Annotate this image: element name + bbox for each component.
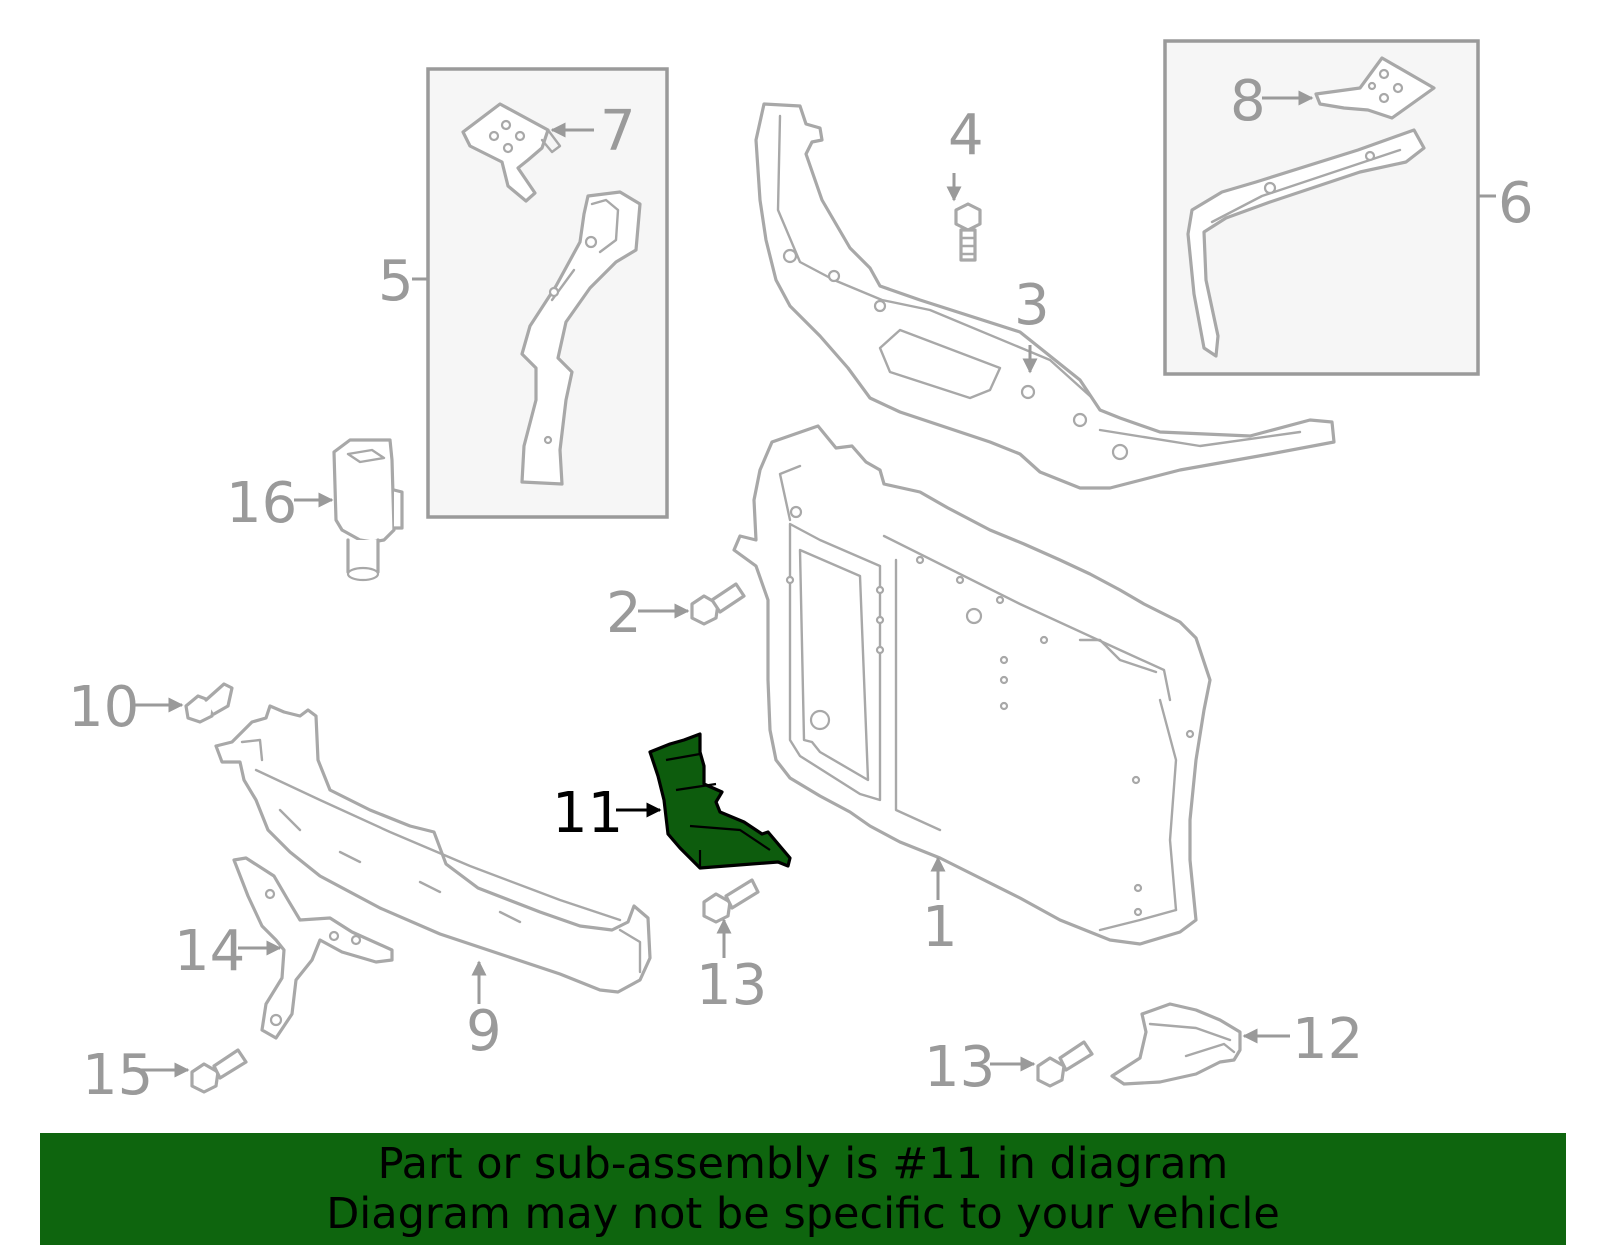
banner-line-1: Part or sub-assembly is #11 in diagram xyxy=(377,1139,1229,1189)
leader-lines xyxy=(132,90,1314,1078)
part-2-bolt xyxy=(690,582,746,626)
part-7-bracket xyxy=(461,102,562,203)
part-16-sensor xyxy=(332,438,404,582)
callout-13-right: 13 xyxy=(924,1035,995,1100)
callout-13-center: 13 xyxy=(696,953,767,1018)
callout-12: 12 xyxy=(1292,1007,1363,1072)
part-1-radiator-support xyxy=(732,424,1212,946)
part-9-lower-tie-bar xyxy=(214,704,652,994)
part-13-bolt-center xyxy=(702,878,760,924)
callout-3: 3 xyxy=(1014,273,1050,338)
part-11-air-guide-highlighted[interactable] xyxy=(648,732,792,870)
part-14-bracket xyxy=(232,856,394,1040)
callout-5: 5 xyxy=(378,249,414,314)
part-10-clip xyxy=(184,682,234,724)
part-4-bolt xyxy=(954,202,982,262)
callout-15: 15 xyxy=(82,1043,153,1108)
part-6-upper-member xyxy=(1186,128,1426,358)
callout-16: 16 xyxy=(226,471,297,536)
callout-11[interactable]: 11 xyxy=(552,781,623,846)
callout-6: 6 xyxy=(1498,171,1534,236)
part-15-bolt xyxy=(190,1048,248,1094)
callout-2: 2 xyxy=(606,581,642,646)
callout-labels: 1 2 3 4 5 6 7 8 9 10 11 12 13 13 14 15 1… xyxy=(68,69,1534,1108)
callout-4: 4 xyxy=(948,103,984,168)
callout-10: 10 xyxy=(68,675,139,740)
callout-7: 7 xyxy=(600,99,636,164)
callout-9: 9 xyxy=(466,999,502,1064)
banner-line-2: Diagram may not be specific to your vehi… xyxy=(326,1189,1280,1239)
part-5-side-member xyxy=(520,190,642,486)
part-13-bolt-right xyxy=(1036,1040,1094,1088)
info-banner: Part or sub-assembly is #11 in diagram D… xyxy=(40,1133,1566,1245)
part-12-air-guide xyxy=(1110,1002,1242,1086)
callout-14: 14 xyxy=(174,919,245,984)
part-8-gusset xyxy=(1314,56,1436,120)
callout-8: 8 xyxy=(1230,69,1266,134)
callout-1: 1 xyxy=(922,895,958,960)
